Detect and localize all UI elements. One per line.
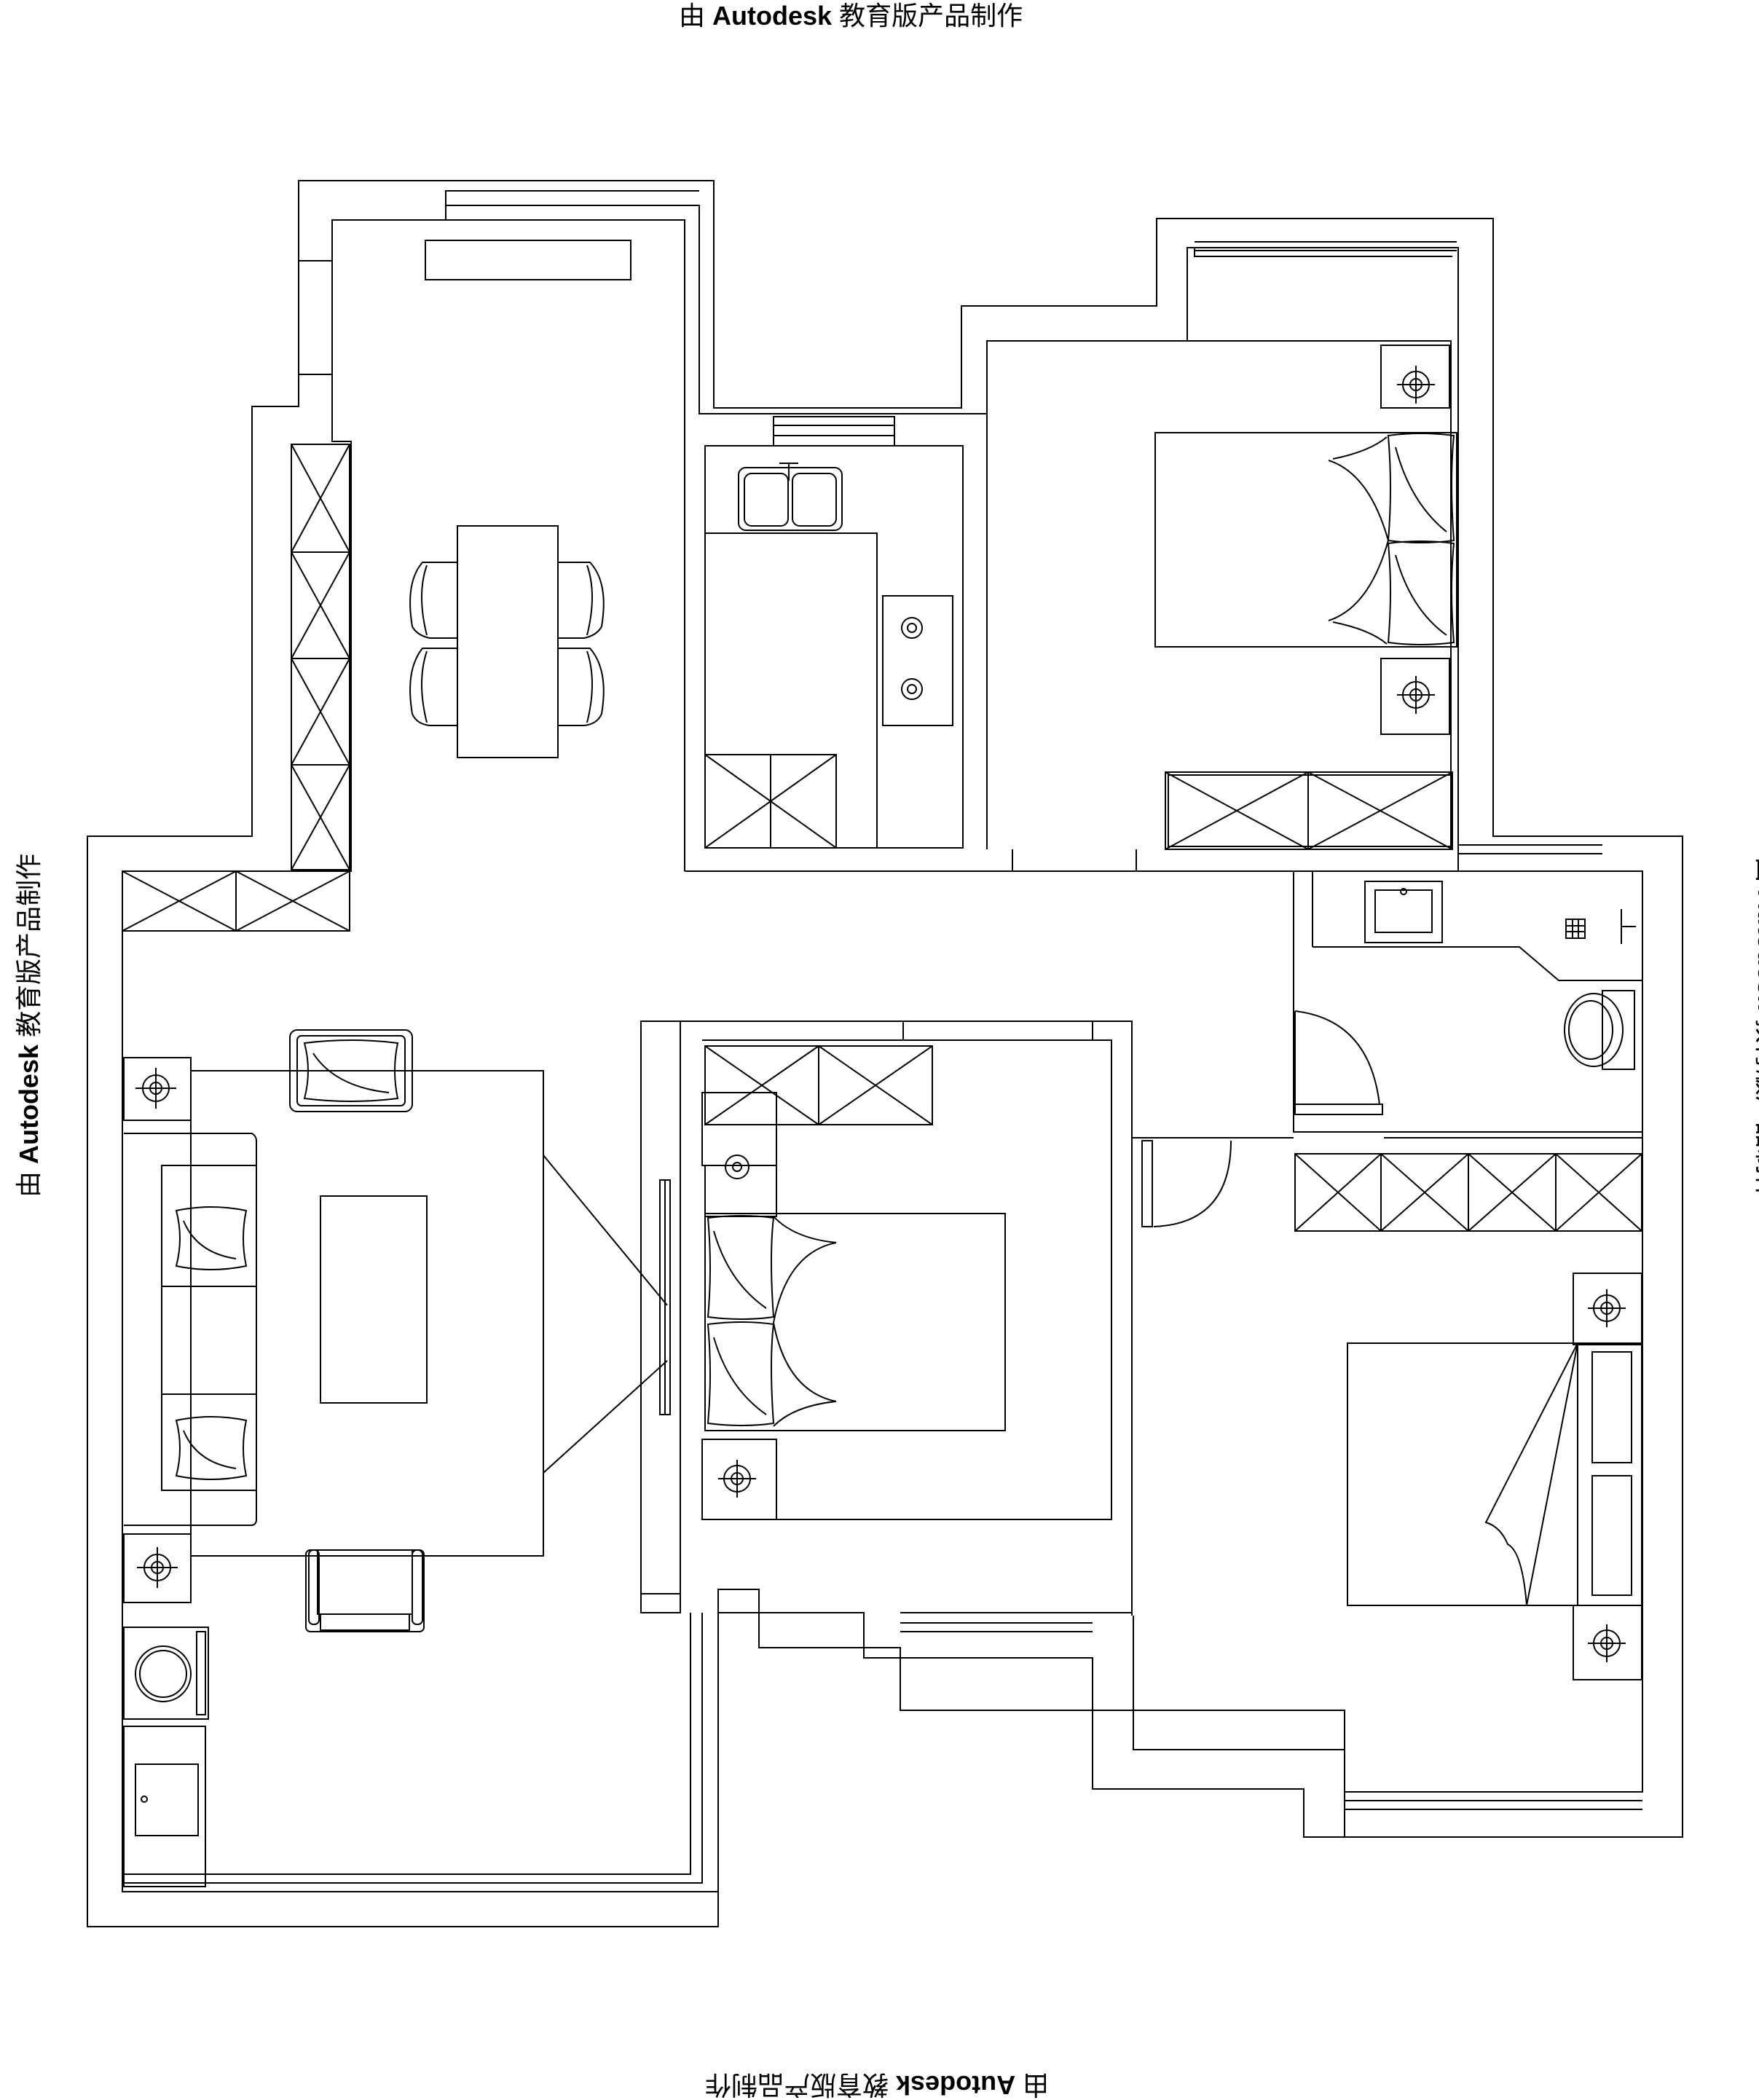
partition-wall — [640, 1020, 681, 1613]
inner-wall-outline — [122, 205, 1643, 1892]
cushion — [175, 1206, 248, 1270]
watermark-prefix: 由 — [679, 1, 706, 31]
window — [1345, 1791, 1642, 1810]
tv-view-line — [543, 1155, 668, 1306]
dining-chair — [558, 562, 605, 639]
coffee-table — [320, 1195, 428, 1404]
gas-burner — [901, 678, 923, 700]
kitchen-window — [773, 416, 895, 447]
bathroom — [1293, 836, 1643, 1133]
faucet — [779, 463, 798, 481]
bed-sheet-fold — [773, 1216, 837, 1427]
bed — [704, 1213, 1006, 1431]
kitchen-counter — [705, 532, 878, 848]
armchair — [305, 1549, 425, 1632]
dining-chair — [409, 648, 457, 726]
nightstand-lamp — [1380, 658, 1450, 735]
pillow — [707, 1321, 775, 1426]
watermark-brand: Autodesk — [712, 1, 833, 31]
bed — [1154, 432, 1457, 648]
outer-wall-outline — [87, 180, 1683, 1927]
watermark-top: 由 Autodesk 教育版产品制作 — [679, 3, 1023, 29]
kitchen — [704, 416, 964, 849]
bed-sheet-fold — [1328, 460, 1389, 621]
toilet — [1564, 990, 1635, 1070]
dining-chair — [409, 562, 457, 639]
gas-burner — [907, 684, 917, 694]
watermark-suffix: 教育版产品制作 — [839, 1, 1023, 31]
kitchen-sink-basin — [744, 473, 789, 527]
balcony-rail — [122, 1613, 718, 1892]
floor-drain — [1565, 919, 1586, 939]
floor-lamp — [123, 1057, 192, 1121]
bedroom-bottom-right — [1132, 1137, 1642, 1837]
nightstand-lamp — [701, 1092, 777, 1166]
gas-burner — [901, 617, 923, 639]
wall-balcony-line — [446, 219, 685, 414]
pillow — [707, 1215, 775, 1320]
wash-basin — [123, 1726, 206, 1887]
wash-basin — [1364, 881, 1443, 943]
nightstand-lamp — [1380, 345, 1450, 409]
exterior-walls — [87, 180, 1683, 1927]
bed-sheet-fold — [1484, 1342, 1578, 1606]
nightstand-lamp — [701, 1439, 777, 1520]
tv-cabinet — [425, 240, 631, 280]
window — [900, 1612, 1093, 1632]
floor-lamp — [123, 1533, 192, 1603]
cushion — [303, 1039, 399, 1102]
bedroom-top-right — [986, 241, 1457, 850]
storage-cabinet — [291, 444, 350, 870]
pillow — [1591, 1475, 1632, 1596]
pillow — [1387, 540, 1455, 645]
kitchen-sink — [738, 467, 843, 531]
area-rug — [190, 1070, 544, 1557]
swing-door — [1141, 1140, 1232, 1227]
nightstand-lamp — [1573, 1605, 1642, 1680]
washing-machine — [123, 1627, 209, 1720]
nightstand-lamp — [704, 1155, 777, 1217]
shower-faucet — [1621, 909, 1636, 944]
dining-chair — [558, 648, 605, 726]
kitchen-sink-basin — [792, 473, 837, 527]
armchair — [289, 1029, 413, 1112]
cushion — [175, 1416, 248, 1480]
dining-area — [122, 240, 631, 932]
living-room — [122, 1029, 718, 1892]
gas-stove — [882, 595, 953, 726]
pillow — [1387, 433, 1455, 543]
swing-door — [1294, 1010, 1383, 1115]
nightstand-lamp — [1573, 1273, 1642, 1345]
gas-burner — [907, 623, 917, 633]
wall-balcony-line — [445, 190, 699, 205]
tv-view-line — [543, 1360, 668, 1474]
pillow — [1591, 1351, 1632, 1463]
wall-segment — [298, 181, 332, 261]
dining-table — [457, 525, 559, 758]
bed — [1347, 1342, 1642, 1606]
bedroom-middle — [680, 1020, 1133, 1632]
sofa-seat — [161, 1165, 257, 1491]
